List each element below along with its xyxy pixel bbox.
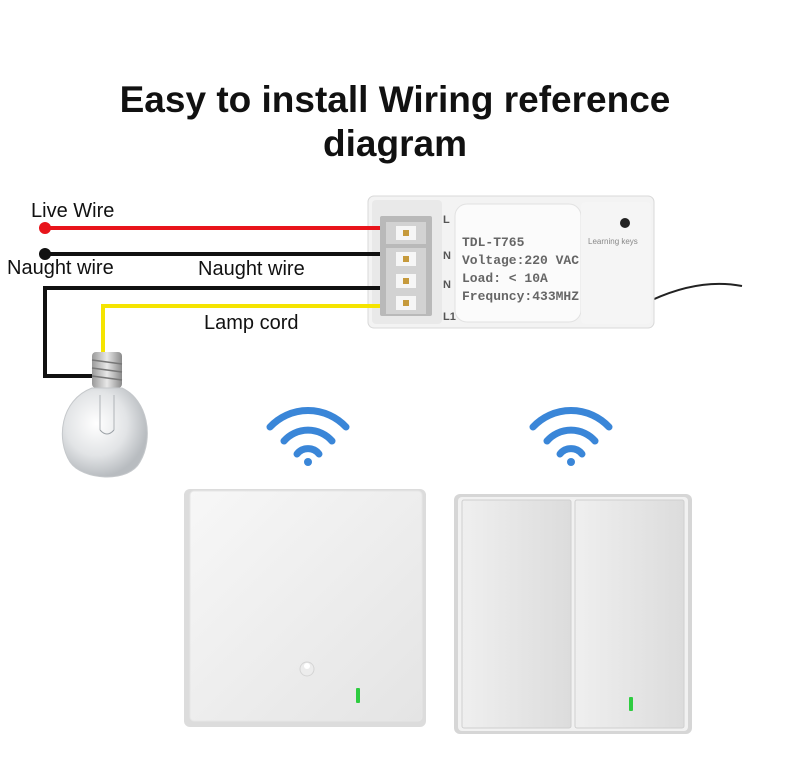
page-title: Easy to install Wiring reference diagram: [0, 78, 790, 166]
title-line-1: Easy to install Wiring reference: [119, 79, 671, 120]
live-wire-dot: [39, 222, 51, 234]
single-switch-panel: [184, 489, 426, 727]
receiver-module: [367, 195, 655, 329]
wifi-icon: [529, 407, 613, 466]
rocker-left: [461, 499, 572, 729]
led-indicator: [356, 688, 360, 703]
led-indicator: [629, 697, 633, 711]
learning-button-icon: [620, 218, 630, 228]
lamp-cord: [101, 304, 380, 355]
live-wire-label: Live Wire: [31, 200, 115, 222]
naught-wire-to-lamp: [43, 286, 380, 378]
terminal-screws: [386, 222, 426, 314]
rocker-right: [574, 499, 685, 729]
lamp-cord-label: Lamp cord: [204, 312, 299, 334]
naught-wire-label-right: Naught wire: [198, 258, 305, 280]
naught-wire-label-left: Naught wire: [7, 257, 114, 279]
antenna-wire: [651, 282, 743, 301]
title-line-2: diagram: [323, 123, 467, 164]
naught-wire-dot: [39, 248, 51, 260]
light-bulb-icon: [61, 352, 148, 478]
double-switch-panel: [454, 494, 692, 734]
wifi-icon: [266, 407, 350, 466]
